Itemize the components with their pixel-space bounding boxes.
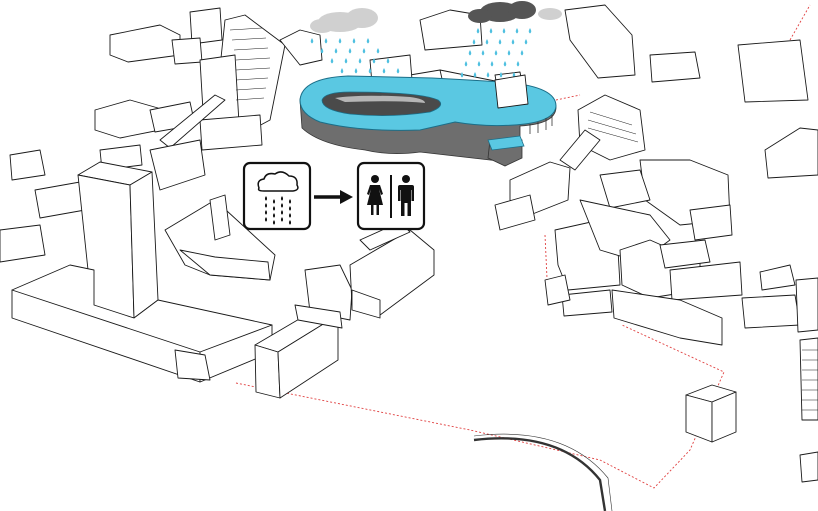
rain-drop — [520, 50, 524, 56]
icon-rain-drop — [264, 210, 268, 215]
icon-rain-drop — [288, 213, 292, 218]
rain-drop — [486, 72, 490, 78]
rain-drop — [354, 68, 358, 74]
rain-drop — [386, 58, 390, 64]
rain-drop — [376, 48, 380, 54]
icon-rain-drop — [272, 213, 276, 218]
rain-drop — [512, 72, 516, 78]
icon-rain-drop — [272, 220, 276, 225]
rain-drop — [358, 58, 362, 64]
rain-drop — [485, 39, 489, 45]
rain-drop — [516, 61, 520, 67]
icon-rain-drop — [288, 199, 292, 204]
rain-drop — [330, 58, 334, 64]
rain-drop — [320, 48, 324, 54]
icon-rain-drop — [264, 203, 268, 208]
rain-drop — [344, 58, 348, 64]
rain-drop — [494, 50, 498, 56]
rain-drop — [473, 72, 477, 78]
rain-drop — [334, 48, 338, 54]
rain-clouds — [310, 1, 562, 33]
toilet-building-ring — [299, 74, 557, 167]
icon-rain-drop — [280, 210, 284, 215]
rain-drop — [477, 61, 481, 67]
rain-drop — [507, 50, 511, 56]
icon-rain-drop — [272, 206, 276, 211]
curved-road — [473, 437, 607, 511]
rain-drop — [464, 61, 468, 67]
rain-drop — [324, 38, 328, 44]
icon-rain-drop — [280, 203, 284, 208]
rain-drop — [338, 38, 342, 44]
rain-drop — [340, 68, 344, 74]
icon-rain-drop — [272, 199, 276, 204]
rain-drop — [366, 38, 370, 44]
rain-drop — [460, 72, 464, 78]
arrow-right-icon — [314, 190, 353, 204]
rain-drop — [472, 39, 476, 45]
rain-drop — [476, 28, 480, 34]
rain-drop — [468, 50, 472, 56]
icon-rain-drop — [264, 217, 268, 222]
rain-drop — [490, 61, 494, 67]
icon-rain-drop — [288, 220, 292, 225]
rain-drop — [498, 39, 502, 45]
rain-drop — [362, 48, 366, 54]
rain-drop — [511, 39, 515, 45]
rain-drop — [310, 38, 314, 44]
rain-drop — [503, 61, 507, 67]
icon-rain-drop — [288, 206, 292, 211]
rain-drop — [515, 28, 519, 34]
rain-drop — [528, 28, 532, 34]
rain-drop — [524, 39, 528, 45]
rain-drop — [481, 50, 485, 56]
icon-rain-drop — [280, 196, 284, 201]
right-buildings — [494, 39, 818, 483]
icon-rain-drop — [264, 196, 268, 201]
rain-drop — [382, 68, 386, 74]
rain-cloud-icon — [242, 161, 312, 231]
rain-drop — [396, 68, 400, 74]
restroom-icon — [356, 161, 426, 231]
rain-drops — [310, 28, 532, 84]
rain-drop — [348, 48, 352, 54]
icon-rain-drop — [280, 217, 284, 222]
rain-drop — [502, 28, 506, 34]
rain-drop — [499, 72, 503, 78]
rain-drop — [352, 38, 356, 44]
site-boundary — [179, 4, 811, 489]
rain-drop — [368, 68, 372, 74]
rain-drop — [489, 28, 493, 34]
left-buildings — [0, 7, 435, 399]
rain-drop — [372, 58, 376, 64]
